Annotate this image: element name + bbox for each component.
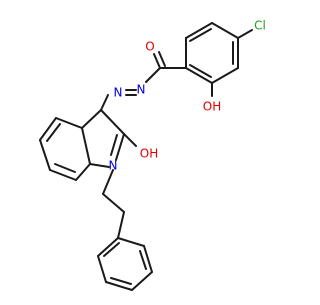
bond bbox=[46, 123, 61, 142]
bond bbox=[81, 127, 91, 165]
bond bbox=[97, 255, 107, 283]
bond bbox=[131, 271, 153, 291]
bond bbox=[102, 169, 114, 195]
bond bbox=[55, 117, 83, 129]
bond bbox=[185, 22, 213, 39]
bond bbox=[123, 133, 137, 147]
bond bbox=[211, 67, 239, 84]
bond bbox=[100, 94, 109, 111]
bond bbox=[103, 242, 120, 257]
bond bbox=[110, 134, 118, 156]
bond bbox=[39, 117, 57, 141]
bond bbox=[105, 281, 133, 291]
n-azo-label-1: N bbox=[137, 83, 146, 97]
bond bbox=[49, 169, 77, 181]
bond bbox=[143, 245, 153, 273]
bond bbox=[189, 28, 212, 42]
o-carbonyl-label: O bbox=[145, 40, 154, 54]
bond bbox=[139, 250, 147, 270]
bond bbox=[145, 67, 161, 83]
bond bbox=[97, 237, 119, 257]
molecule-structure: Cl O N N OH OH N bbox=[39, 19, 266, 291]
bond bbox=[117, 237, 145, 247]
bond-lines bbox=[39, 22, 253, 291]
bond bbox=[75, 163, 91, 181]
bond bbox=[110, 277, 132, 285]
n-azo-label-2: N bbox=[114, 86, 123, 100]
oh-phenol-label: OH bbox=[203, 100, 221, 114]
cl-label: Cl bbox=[254, 19, 266, 33]
oh-indole-label: OH bbox=[140, 147, 158, 161]
bond bbox=[100, 109, 125, 135]
bond bbox=[89, 163, 110, 168]
bond bbox=[185, 67, 213, 84]
bond bbox=[117, 211, 125, 239]
bond bbox=[189, 64, 212, 78]
bond bbox=[237, 29, 253, 39]
bond bbox=[102, 193, 125, 213]
bond bbox=[39, 139, 51, 171]
bond bbox=[153, 53, 161, 69]
bond bbox=[158, 51, 166, 67]
n-indole-label: N bbox=[109, 159, 118, 173]
bond bbox=[115, 133, 125, 161]
bond bbox=[81, 109, 102, 129]
molecule-canvas: Cl O N N OH OH N bbox=[39, 19, 266, 291]
bond bbox=[211, 22, 239, 39]
bond bbox=[54, 163, 76, 173]
atom-labels: Cl O N N OH OH N bbox=[109, 19, 266, 173]
